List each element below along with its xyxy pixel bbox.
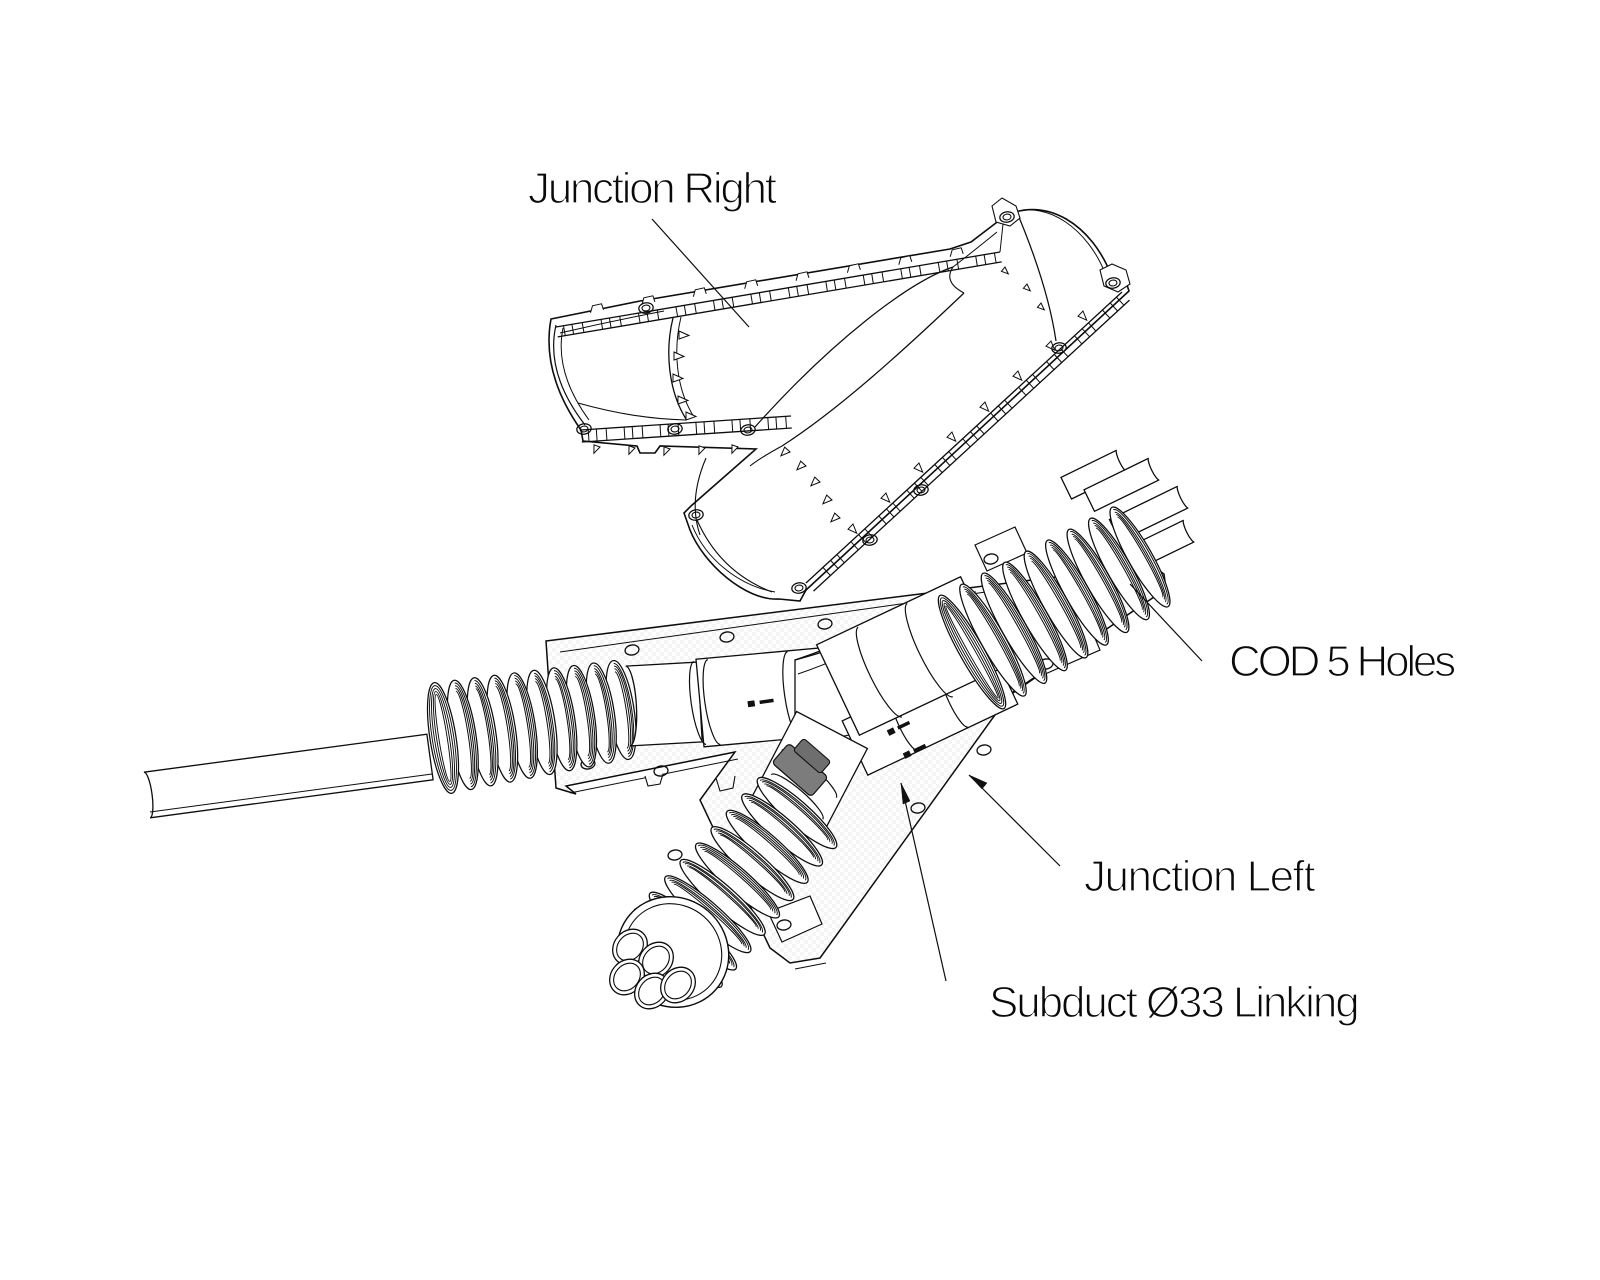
svg-text:COD 5 Holes: COD 5 Holes <box>1229 637 1455 686</box>
svg-text:Junction Right: Junction Right <box>528 164 777 213</box>
svg-text:Junction Left: Junction Left <box>1084 852 1315 901</box>
svg-text:Subduct Ø33 Linking: Subduct Ø33 Linking <box>989 978 1358 1027</box>
